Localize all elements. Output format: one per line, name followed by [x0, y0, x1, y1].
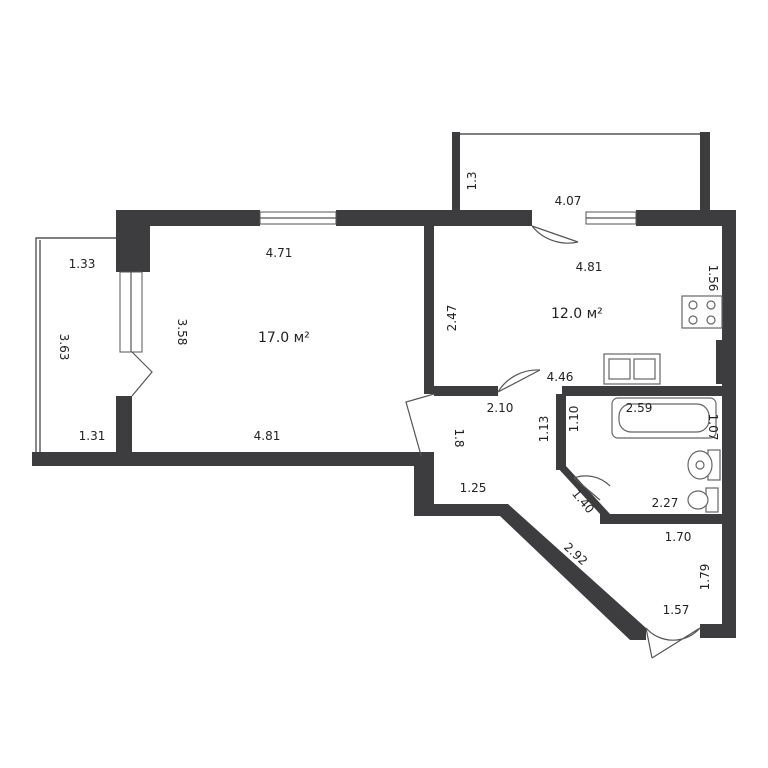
- toilet-icon: [687, 487, 719, 513]
- bathroom-door: [573, 475, 611, 501]
- dim-kitchen-right: 1.56: [706, 265, 720, 292]
- dim-bath-left-a: 1.13: [537, 416, 551, 443]
- loggia-outline: [35, 237, 118, 456]
- wall-bath-diag: [556, 466, 610, 514]
- bathtub-icon: [611, 397, 717, 439]
- wall-corridor-bottom: [700, 624, 736, 638]
- dim-balcony-door: 4.07: [555, 194, 582, 208]
- wall-bath-left: [556, 394, 566, 470]
- wall-living-left-top: [116, 210, 150, 272]
- wall-bottom-living: [32, 452, 434, 466]
- balcony-door: [531, 225, 579, 244]
- wall-hall-left: [414, 456, 434, 514]
- dim-living-top: 4.71: [266, 246, 293, 260]
- dim-bath-top: 2.59: [626, 401, 653, 415]
- dim-loggia-height: 3.63: [57, 334, 71, 361]
- kitchen-area: 12.0 м²: [551, 306, 603, 322]
- dim-bath-diag: 1.40: [569, 487, 597, 516]
- wall-living-left-bottom: [116, 396, 132, 458]
- dim-kitchen-left: 2.47: [445, 305, 459, 332]
- wall-kitchen-bottom-a: [434, 386, 498, 396]
- dim-kitchen-bottom: 4.46: [547, 370, 574, 384]
- balcony-wall-left: [452, 132, 460, 212]
- wall-top-left: [116, 210, 260, 226]
- dim-hall-bottom: 1.25: [460, 481, 487, 495]
- wall-bath-bottom: [600, 514, 722, 524]
- dim-loggia-top: 1.33: [69, 257, 96, 271]
- dim-balcony-top: 1.3: [465, 171, 479, 190]
- dim-corridor-top: 1.70: [665, 530, 692, 544]
- dim-bath-left-b: 1.10: [567, 406, 581, 433]
- wall-diagonal: [414, 504, 646, 640]
- dim-living-height: 3.58: [175, 319, 189, 346]
- loggia-door: [131, 351, 153, 397]
- dim-loggia-bottom: 1.31: [79, 429, 106, 443]
- wall-living-kitchen: [424, 226, 434, 394]
- dim-hall-height: 1.8: [452, 428, 466, 447]
- kitchen-door: [497, 369, 541, 393]
- dim-corridor-right: 1.79: [698, 564, 712, 591]
- dim-corridor-bottom: 1.57: [663, 603, 690, 617]
- wall-bath-right-stub: [716, 340, 722, 384]
- kitchen-sink-icon: [603, 353, 661, 385]
- washbasin-icon: [687, 449, 721, 481]
- wall-kitchen-bottom-b: [562, 386, 722, 396]
- dim-bath-right: 1.07: [706, 414, 720, 441]
- dim-bath-bottom: 2.27: [652, 496, 679, 510]
- dim-living-bottom: 4.81: [254, 429, 281, 443]
- entrance-door: [645, 627, 701, 659]
- living-room-area: 17.0 м²: [258, 330, 310, 346]
- wall-top-mid: [336, 210, 532, 226]
- balcony-wall-right: [700, 132, 710, 214]
- hall-door: [405, 393, 435, 467]
- wall-top-right: [636, 210, 736, 226]
- dim-hall-width: 2.10: [487, 401, 514, 415]
- wall-right: [722, 210, 736, 638]
- stove-icon: [681, 295, 723, 329]
- balcony-outline: [455, 133, 708, 212]
- dim-kitchen-top: 4.81: [576, 260, 603, 274]
